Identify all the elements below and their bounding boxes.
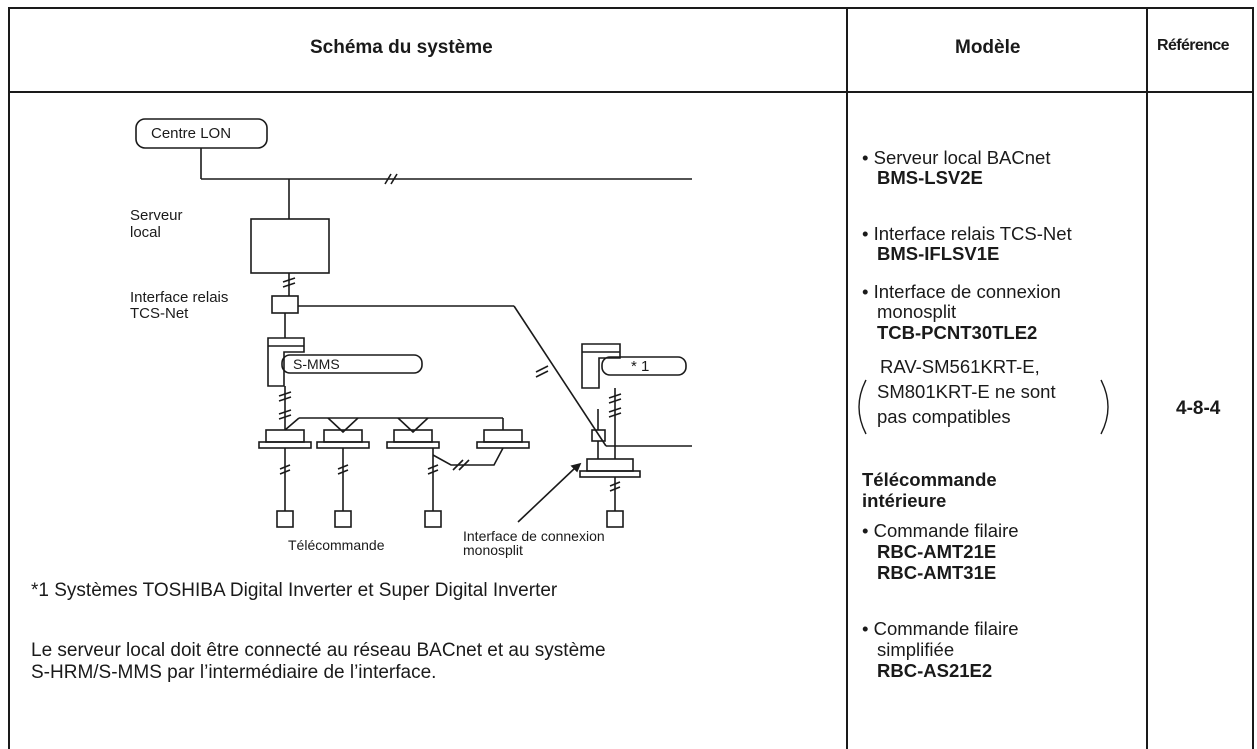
local-server-box	[250, 218, 330, 274]
footnote: *1 Systèmes TOSHIBA Digital Inverter et …	[31, 580, 558, 601]
centre-lon-label: Centre LON	[151, 125, 232, 142]
model-4-code-2: RBC-AMT31E	[877, 562, 997, 583]
model-parentheses	[858, 379, 1109, 435]
s-mms-unit	[267, 337, 423, 387]
s-mms-link	[278, 386, 292, 430]
section-heading-2: intérieure	[862, 490, 947, 511]
server-link	[282, 273, 296, 296]
model-3-label-1: • Interface de connexion	[862, 281, 1061, 302]
paragraph-line-1: Le serveur local doit être connecté au r…	[31, 640, 606, 661]
connection-interface-label-2: monosplit	[463, 542, 523, 558]
model-4-code-1: RBC-AMT21E	[877, 541, 997, 562]
model-5-label-1: • Commande filaire	[862, 618, 1019, 639]
relay-to-right	[298, 305, 692, 447]
header-system-diagram: Schéma du système	[310, 37, 493, 58]
model-1-label: • Serveur local BACnet	[862, 147, 1051, 168]
relay-interface-box	[271, 295, 299, 314]
centre-lon-box	[135, 118, 268, 149]
table-borders	[8, 7, 1254, 749]
paragraph-line-2: S-HRM/S-MMS par l’intermédiaire de l’int…	[31, 662, 437, 683]
section-heading-1: Télécommande	[862, 469, 997, 490]
header-model: Modèle	[955, 37, 1021, 58]
model-2-label: • Interface relais TCS-Net	[862, 223, 1072, 244]
model-5-label-2: simplifiée	[877, 639, 955, 660]
relay-interface-label-1: Interface relais	[130, 289, 229, 306]
indoor-units	[258, 429, 530, 449]
local-server-label-2: local	[130, 224, 161, 241]
reference-value: 4-8-4	[1176, 398, 1221, 419]
star1-label: * 1	[631, 358, 650, 375]
model-3-label-2: monosplit	[877, 301, 957, 322]
connection-interface-label-1: Interface de connexion	[463, 528, 605, 544]
model-4-label: • Commande filaire	[862, 520, 1019, 541]
model-1-code: BMS-LSV2E	[877, 167, 983, 188]
header-reference: Référence	[1157, 37, 1230, 54]
monosplit-system	[517, 343, 687, 528]
model-3-code: TCB-PCNT30TLE2	[877, 322, 1038, 343]
s-mms-label: S-MMS	[293, 356, 340, 372]
compat-note-line-3: pas compatibles	[877, 406, 1011, 427]
indoor-bus	[284, 417, 504, 434]
relay-interface-label-2: TCS-Net	[130, 305, 189, 322]
lon-bus	[200, 148, 692, 219]
compat-note-line-1: RAV-SM561KRT-E,	[880, 356, 1040, 377]
remote-lines	[276, 447, 504, 528]
compat-note-line-2: SM801KRT-E ne sont	[877, 381, 1056, 402]
model-5-code: RBC-AS21E2	[877, 660, 993, 681]
local-server-label-1: Serveur	[130, 207, 183, 224]
model-2-code: BMS-IFLSV1E	[877, 243, 1000, 264]
remote-controller-label: Télécommande	[288, 537, 385, 553]
